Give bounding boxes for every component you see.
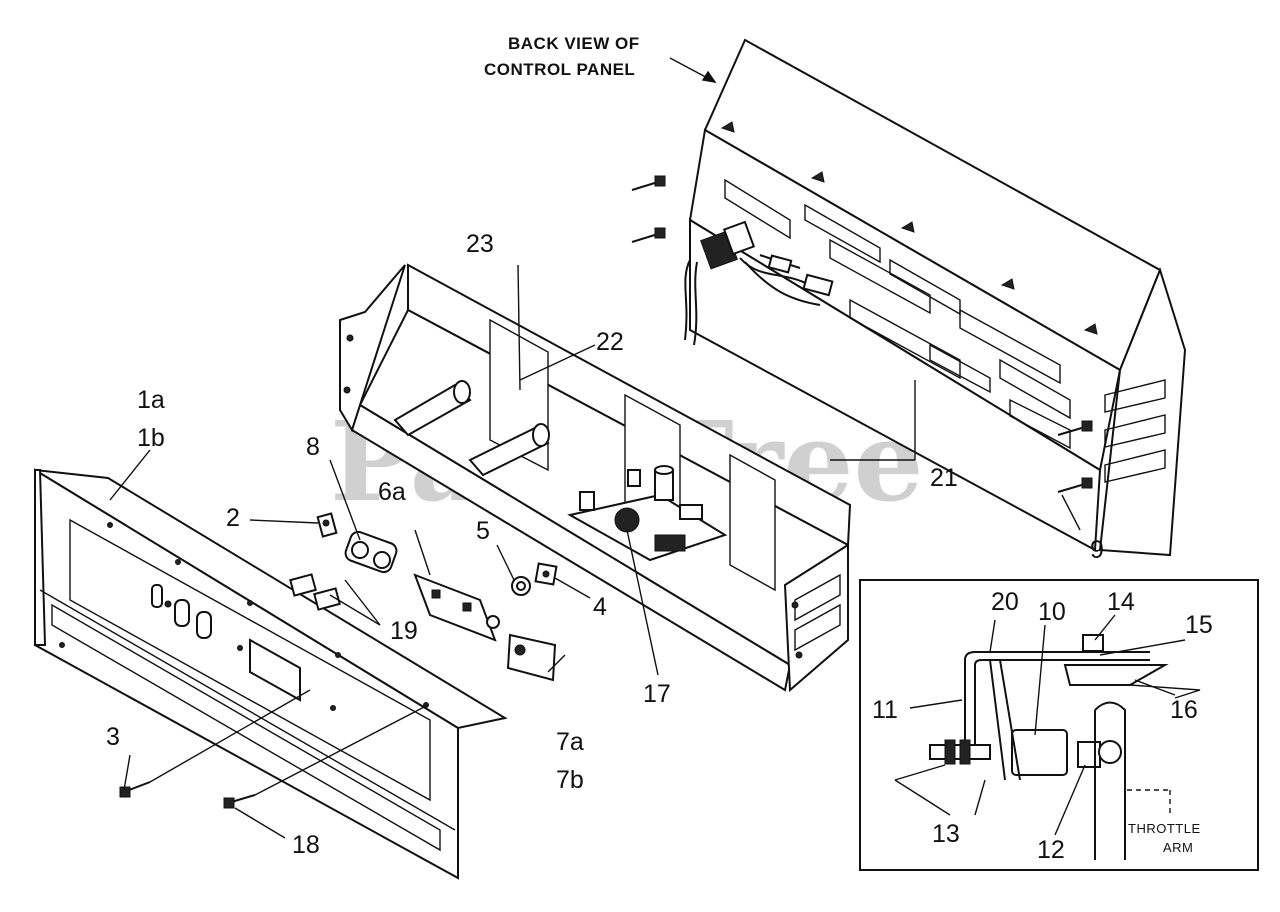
- callout-11: 11: [872, 696, 898, 724]
- back-control-panel: [631, 38, 1187, 557]
- callout-14: 14: [1107, 588, 1135, 616]
- front-control-panel: [34, 468, 508, 880]
- callout-4: 4: [593, 593, 607, 621]
- callout-15: 15: [1185, 611, 1213, 639]
- callout-5: 5: [476, 517, 490, 545]
- callout-16: 16: [1170, 696, 1198, 724]
- callout-13: 13: [932, 820, 960, 848]
- callout-22: 22: [596, 328, 624, 356]
- throttle-inset: [859, 579, 1259, 871]
- callout-23: 23: [466, 230, 494, 258]
- callout-7a: 7a: [556, 728, 584, 756]
- callout-8: 8: [306, 433, 320, 461]
- callout-6a: 6a: [378, 478, 406, 506]
- callout-10: 10: [1038, 598, 1066, 626]
- callout-3: 3: [106, 723, 120, 751]
- callout-7b: 7b: [556, 766, 584, 794]
- throttle-label-line1: THROTTLE: [1128, 821, 1201, 836]
- callout-12: 12: [1037, 836, 1065, 864]
- callout-18: 18: [292, 831, 320, 859]
- throttle-label-line2: ARM: [1163, 840, 1193, 855]
- callout-1a: 1a: [137, 386, 165, 414]
- back-view-label-line2: CONTROL PANEL: [484, 60, 635, 79]
- callout-20: 20: [991, 588, 1019, 616]
- callout-1b: 1b: [137, 424, 165, 452]
- callout-2: 2: [226, 504, 240, 532]
- callout-21: 21: [930, 464, 958, 492]
- callout-19: 19: [390, 617, 418, 645]
- callout-9: 9: [1090, 536, 1104, 564]
- callout-17: 17: [643, 680, 671, 708]
- back-view-label-line1: BACK VIEW OF: [508, 34, 640, 53]
- callout-labels: BACK VIEW OF CONTROL PANEL 1a 1b 2 3 4 5…: [106, 34, 1213, 864]
- leader-lines: [109, 57, 1186, 839]
- small-parts: [119, 512, 558, 809]
